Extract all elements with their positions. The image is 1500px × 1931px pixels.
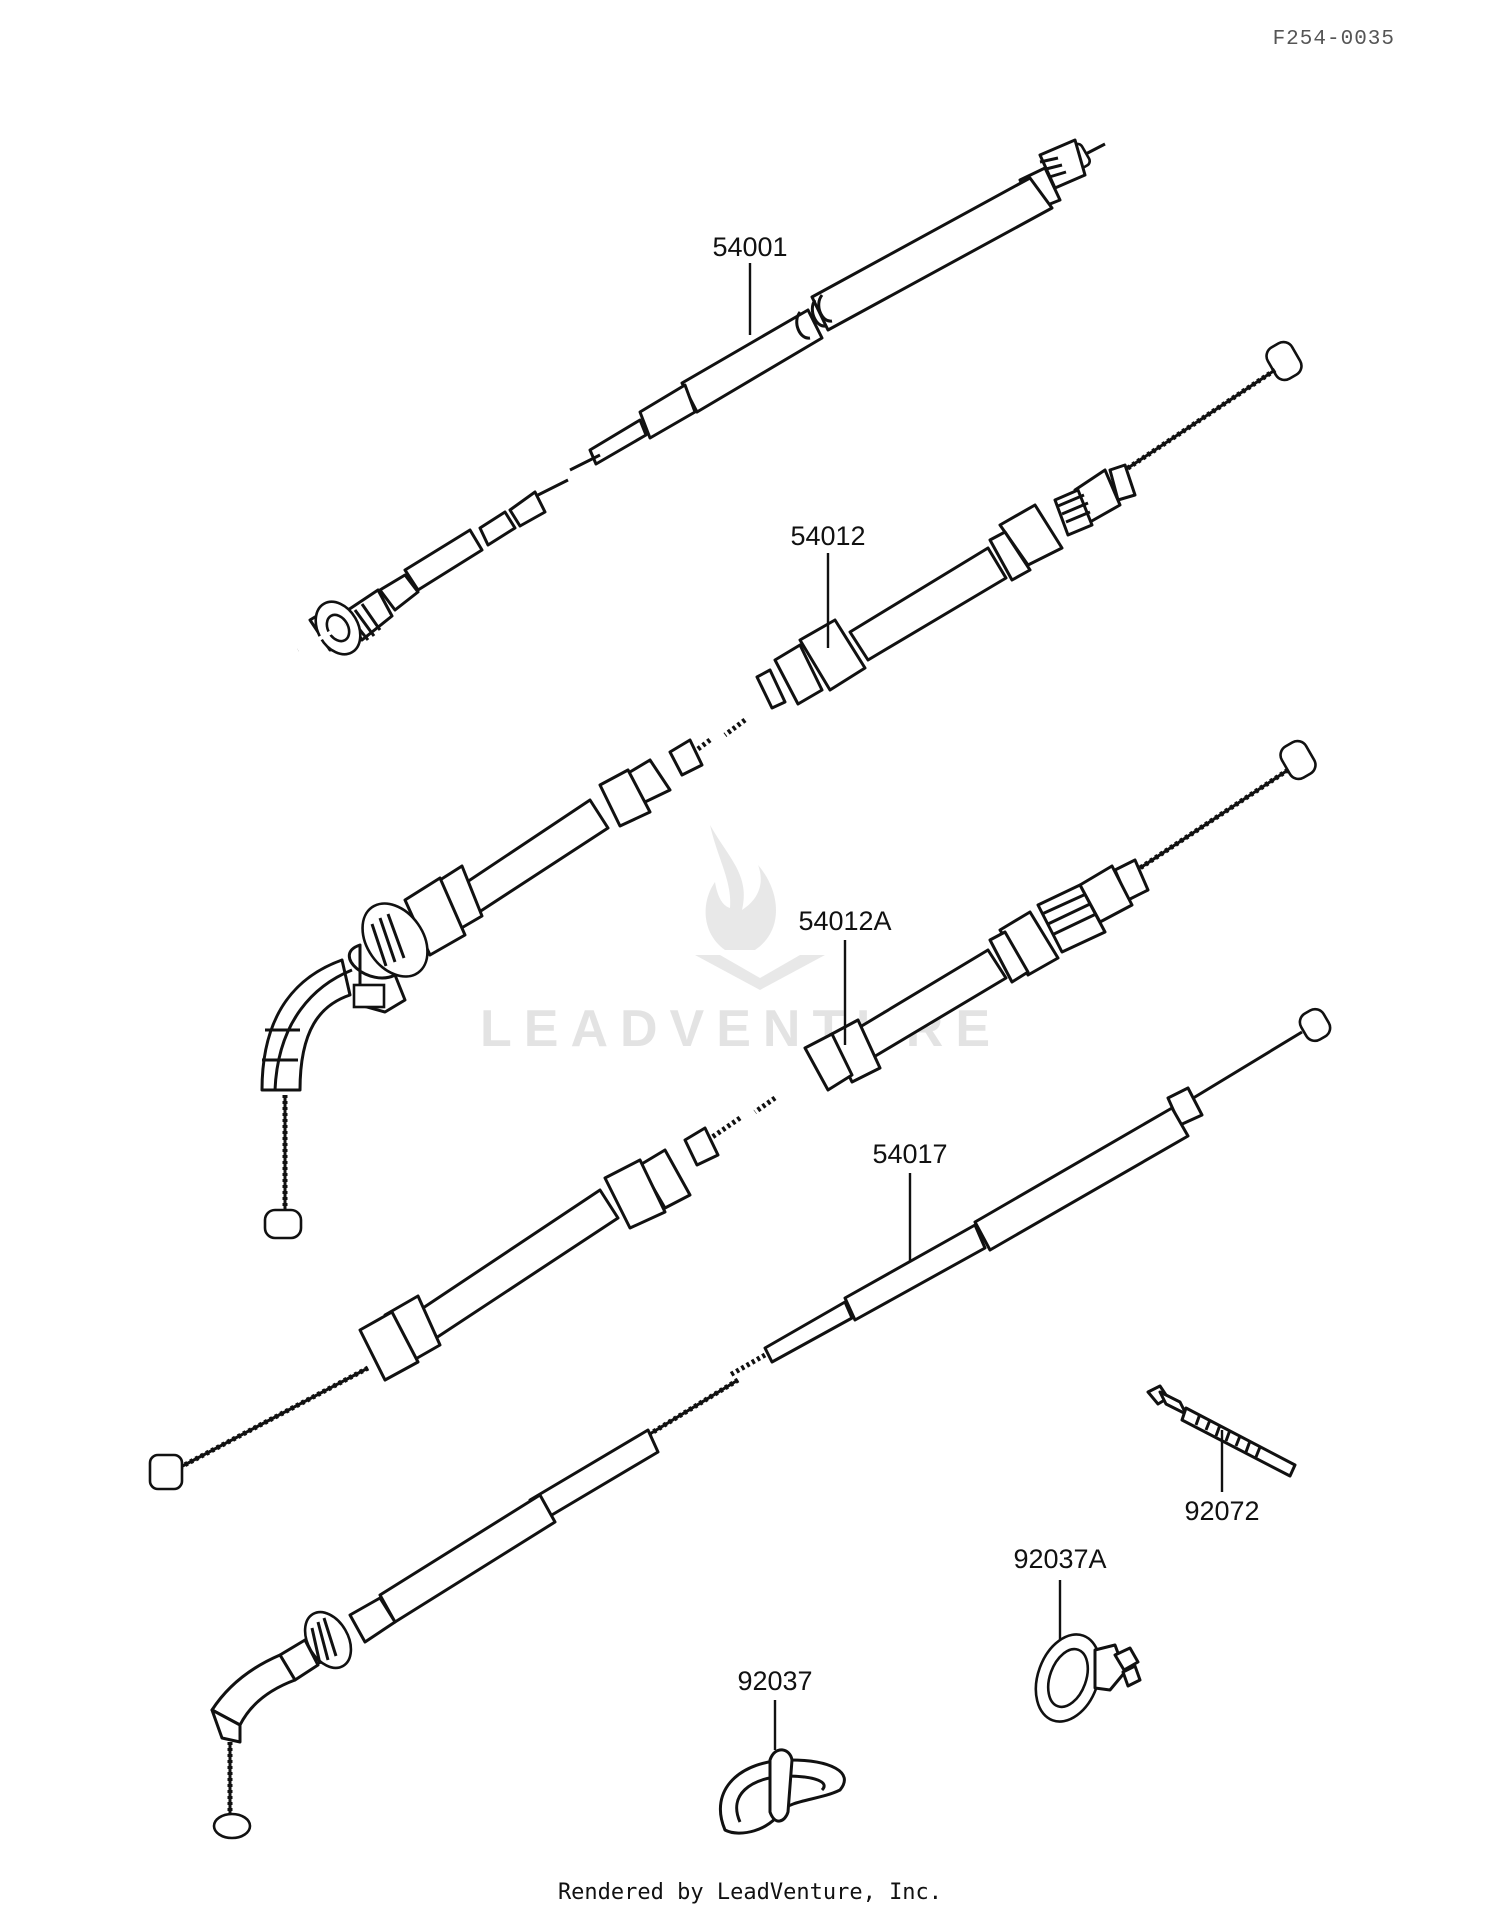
clamp-a[interactable] [1024,1625,1142,1730]
part-label-92072[interactable]: 92072 [1184,1496,1259,1526]
choke-cable[interactable] [210,1006,1334,1840]
part-label-54012A[interactable]: 54012A [798,906,891,936]
speedometer-lower-end [297,478,569,656]
footer-credit: Rendered by LeadVenture, Inc. [557,1880,943,1905]
part-label-54017[interactable]: 54017 [872,1139,947,1169]
accel-lower-section [260,738,712,1240]
part-label-54001[interactable]: 54001 [712,232,787,262]
clamp[interactable] [718,1748,846,1835]
choke-upper-end [1166,1007,1332,1127]
speedometer-upper-fitting [1018,138,1106,212]
part-label-92037A[interactable]: 92037A [1013,1544,1106,1574]
diagram-code: F254-0035 [1272,28,1395,51]
part-label-54012[interactable]: 54012 [790,521,865,551]
accel-upper-end [988,340,1303,582]
speedometer-cable[interactable] [297,138,1106,662]
throttle-cable-decel[interactable] [148,737,1319,1491]
part-label-92037[interactable]: 92037 [737,1666,812,1696]
choke-lower-section [210,1377,740,1840]
cable-band[interactable] [1146,1384,1297,1478]
decel-upper-end [988,739,1317,984]
throttle-cable-accel[interactable] [260,338,1305,1240]
decel-lower-section [148,1115,742,1491]
